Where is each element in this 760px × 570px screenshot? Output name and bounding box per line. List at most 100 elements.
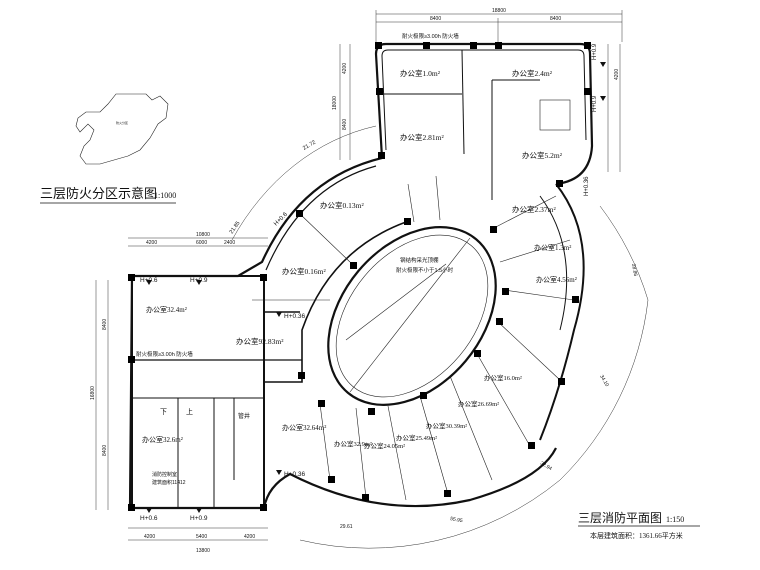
elevation-marker: [276, 470, 282, 475]
column: [528, 442, 535, 449]
elevation-markers: [146, 62, 606, 513]
dimension-text: 28.86: [630, 263, 638, 277]
room-label: 办公室92.83m²: [236, 336, 284, 346]
radial-wall-10: [503, 289, 575, 301]
column: [558, 378, 565, 385]
column: [495, 42, 502, 49]
radial-wall-9: [495, 319, 561, 381]
radial-wall-11: [499, 239, 571, 263]
room-label: 办公室2.81m²: [400, 132, 444, 142]
dimension-text: 8400: [430, 16, 441, 22]
elevation-label: H+0.36: [284, 471, 306, 478]
building-walls: [128, 42, 594, 510]
upper-block-outer-wall: [374, 42, 594, 186]
elevation-label: H+0.9: [592, 95, 598, 112]
room-label: 办公室2.4m²: [512, 68, 553, 78]
column: [572, 296, 579, 303]
column: [444, 490, 451, 497]
radial-wall-1: [299, 213, 351, 263]
room-label: 办公室1.0m²: [400, 68, 441, 78]
elevation-labels: H+0.9 H+0.9 H+0.6 H+0.9 H+0.36 H+0.36 H+…: [140, 43, 598, 522]
elevation-label: H+0.9: [190, 515, 208, 522]
radial-wall-5: [387, 405, 407, 501]
dimension-text: 8400: [102, 445, 108, 456]
key-plan-note: 防火分区: [116, 120, 128, 125]
room-label: 办公室26.69m²: [458, 399, 499, 408]
dimension-text: 4200: [146, 240, 157, 246]
columns: [128, 42, 591, 511]
dimension-text: 13800: [196, 548, 210, 554]
elevation-label: H+0.36: [584, 176, 590, 196]
elevation-marker: [600, 62, 606, 67]
stair-labels: 上 下 管井: [160, 407, 250, 420]
elevation-label: H+0.6: [140, 277, 158, 284]
main-title: 三层消防平面图: [578, 510, 662, 525]
room-label: 办公室32.4m²: [146, 305, 187, 314]
dimension-text: 8400: [102, 319, 108, 330]
elevation-label: H+0.36: [284, 313, 306, 320]
dimension-text: 2400: [224, 240, 235, 246]
column: [375, 42, 382, 49]
column: [260, 504, 267, 511]
elevation-label: H+0.9: [592, 43, 598, 60]
dimension-text: 4200: [244, 534, 255, 540]
dimension-text: 10800: [196, 232, 210, 238]
control-room-note: 消防控制室: [152, 471, 177, 478]
stair-up-label: 上: [186, 407, 193, 416]
room-label: 办公室30.39m²: [426, 421, 467, 430]
skylight-note: 钢结构采光顶棚: [400, 256, 439, 264]
elevation-marker: [146, 508, 152, 513]
dimension-text: 29.61: [340, 524, 353, 530]
floor-area-note: 本层建筑面积：1361.66平方米: [590, 531, 683, 540]
room-label: 办公室24.05m²: [364, 441, 405, 450]
elevation-marker: [196, 280, 202, 285]
elevation-marker: [600, 96, 606, 101]
column: [502, 288, 509, 295]
dim-arc-outer: [299, 205, 649, 549]
column: [368, 408, 375, 415]
fire-rating-note: 耐火极限不小于1.5小时: [396, 266, 454, 274]
dimension-text: 55.95: [450, 516, 464, 524]
dimension-text: 5400: [196, 534, 207, 540]
upper-stair: [539, 99, 571, 131]
stair-down-label: 下: [160, 408, 167, 416]
column: [296, 210, 303, 217]
radial-wall-8: [475, 351, 531, 447]
right-curved-wall: [539, 183, 585, 441]
radial-wall-4: [355, 407, 367, 499]
radial-partitions: [252, 175, 575, 501]
atrium: [327, 226, 497, 406]
dimension-text: 6000: [196, 240, 207, 246]
key-plan-title: 三层防火分区示意图: [40, 186, 157, 201]
key-plan: 防火分区 三层防火分区示意图 1:1000: [40, 93, 176, 204]
radial-wall-14: [435, 175, 441, 221]
column: [556, 180, 563, 187]
room-label: 办公室32.6m²: [142, 435, 183, 444]
column: [420, 392, 427, 399]
room-label: 办公室1.3m²: [534, 243, 571, 252]
column: [378, 152, 385, 159]
elevation-label: H+0.6: [140, 515, 158, 522]
column: [423, 42, 430, 49]
dimension-text: 8400: [342, 119, 348, 130]
radial-wall-13: [407, 183, 415, 223]
notes: 耐火极限≥3.00h 防火墙 耐火极限≥3.00h 防火墙 钢结构采光顶棚 耐火…: [136, 32, 459, 486]
column: [584, 42, 591, 49]
column: [328, 476, 335, 483]
firewall-note: 耐火极限≥3.00h 防火墙: [136, 350, 193, 358]
dimension-texts: 18800 8400 8400 18000 4200 8400 4200 138…: [90, 8, 638, 554]
radial-wall-6: [419, 395, 449, 495]
dimension-text: 21.85: [229, 220, 242, 235]
atrium-beam-2: [345, 263, 447, 341]
area-note-small: 建筑面积11412: [152, 479, 186, 486]
column: [298, 372, 305, 379]
column: [376, 88, 383, 95]
room-label: 办公室16.0m²: [484, 373, 522, 382]
column: [470, 42, 477, 49]
column: [128, 504, 135, 511]
room-label: 办公室5.2m²: [522, 150, 563, 160]
firewall-note: 耐火极限≥3.00h 防火墙: [402, 32, 459, 40]
dim-arc-upper-left: [231, 125, 377, 241]
dimension-text: 8400: [550, 16, 561, 22]
